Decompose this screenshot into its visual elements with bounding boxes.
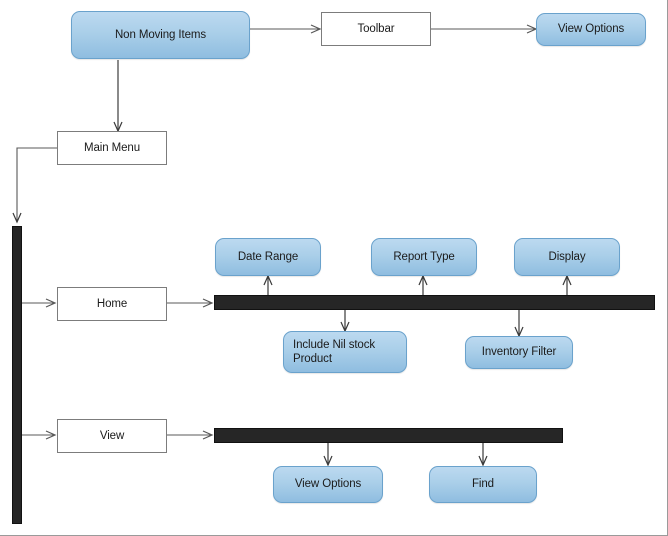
node-non-moving-items[interactable]: Non Moving Items	[71, 11, 250, 59]
node-main-menu[interactable]: Main Menu	[57, 131, 167, 165]
node-label-line2: Product	[293, 353, 332, 365]
node-label: Main Menu	[84, 141, 140, 154]
node-view-options-top[interactable]: View Options	[536, 13, 646, 46]
node-label: Find	[472, 478, 494, 491]
node-inventory-filter[interactable]: Inventory Filter	[465, 336, 573, 369]
node-label: Date Range	[237, 250, 299, 263]
node-toolbar[interactable]: Toolbar	[321, 12, 431, 46]
node-label: Home	[96, 297, 128, 310]
node-date-range[interactable]: Date Range	[215, 238, 321, 276]
edge-mainmenu-to-spine	[12, 147, 57, 224]
node-label: Display	[548, 250, 586, 263]
node-label: Inventory Filter	[481, 346, 557, 359]
node-view-options-bottom[interactable]: View Options	[273, 466, 383, 503]
node-view[interactable]: View	[57, 419, 167, 453]
view-branch-bar	[214, 428, 563, 443]
node-display[interactable]: Display	[514, 238, 620, 276]
node-label: View Options	[294, 478, 362, 491]
node-label: Toolbar	[357, 22, 395, 35]
node-label: View Options	[557, 23, 625, 36]
node-label: View	[99, 429, 125, 442]
node-label-line1: Include Nil stock	[293, 338, 376, 351]
main-menu-spine-bar	[12, 226, 22, 524]
node-label: Include Nil stock Product	[293, 338, 375, 367]
node-label: Non Moving Items	[114, 28, 207, 41]
home-branch-bar	[214, 295, 655, 310]
node-home[interactable]: Home	[57, 287, 167, 321]
node-find[interactable]: Find	[429, 466, 537, 503]
node-include-nil-stock-product[interactable]: Include Nil stock Product	[283, 331, 407, 373]
node-report-type[interactable]: Report Type	[371, 238, 477, 276]
node-label: Report Type	[393, 250, 455, 263]
